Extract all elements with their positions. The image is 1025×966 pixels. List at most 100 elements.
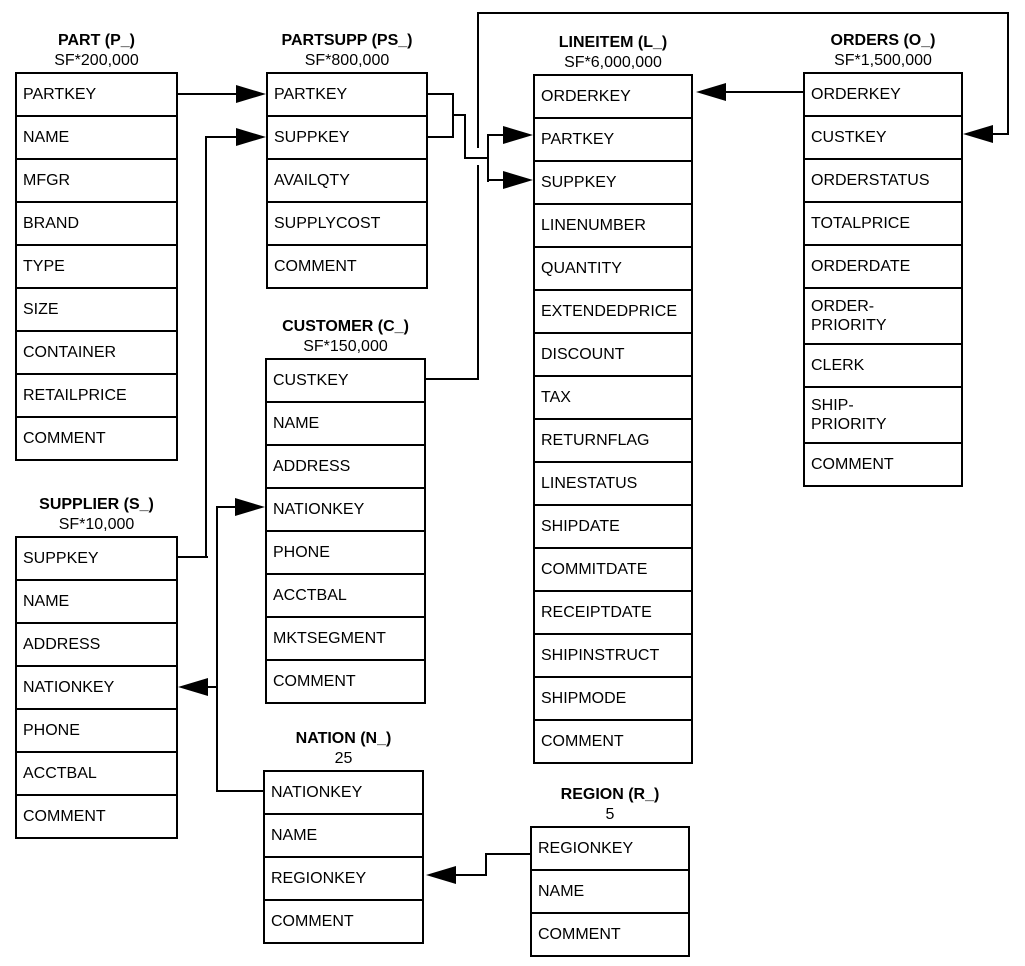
table-title-supplier: SUPPLIER (S_) <box>39 496 154 513</box>
fk-region-nation-line <box>454 874 487 876</box>
table-row: SUPPKEY <box>535 162 691 205</box>
table-title-region: REGION (R_) <box>560 786 660 803</box>
table-row: COMMENT <box>541 733 624 750</box>
fk-nation-supplier-arrowhead-icon <box>178 678 208 696</box>
fk-customer-orders-line <box>991 133 1009 135</box>
table-row: TYPE <box>17 246 176 289</box>
fk-orders-lineitem-arrowhead-icon <box>696 83 726 101</box>
table-row: CUSTKEY <box>267 360 424 403</box>
fk-partsupp-lineitem-line <box>464 114 466 159</box>
table-title-lineitem: LINEITEM (L_) <box>558 34 668 51</box>
table-row: SUPPKEY <box>17 538 176 581</box>
table-row: SUPPLYCOST <box>268 203 426 246</box>
table-row: COMMITDATE <box>535 549 691 592</box>
table-row: MFGR <box>17 160 176 203</box>
table-row: COMMENT <box>538 926 621 943</box>
table-row: CLERK <box>805 345 961 388</box>
table-row: REGIONKEY <box>532 828 688 871</box>
table-row: PARTKEY <box>17 74 176 117</box>
fk-part-partsupp-arrowhead-icon <box>236 85 266 103</box>
table-row: NAME <box>267 403 424 446</box>
table-row: AVAILQTY <box>268 160 426 203</box>
table-row: SHIP- PRIORITY <box>805 388 961 444</box>
table-row: LINESTATUS <box>535 463 691 506</box>
fk-customer-orders-line <box>477 165 479 380</box>
table-cardinality-nation: 25 <box>334 750 353 767</box>
table-cardinality-part: SF*200,000 <box>54 52 139 69</box>
table-row: ORDERKEY <box>805 74 961 117</box>
fk-region-nation-line <box>486 853 530 855</box>
table-row: SHIPINSTRUCT <box>535 635 691 678</box>
table-row: NAME <box>17 581 176 624</box>
fk-partsupp-lineitem-line <box>452 114 466 116</box>
table-row: DISCOUNT <box>535 334 691 377</box>
fk-supplier-partsupp-line <box>178 556 208 558</box>
table-cardinality-region: 5 <box>605 806 615 823</box>
table-cardinality-lineitem: SF*6,000,000 <box>564 54 662 71</box>
fk-nation-line <box>216 506 218 792</box>
fk-part-partsupp-line <box>178 93 238 95</box>
table-title-partsupp: PARTSUPP (PS_) <box>281 32 413 49</box>
table-row: NATIONKEY <box>17 667 176 710</box>
table-title-orders: ORDERS (O_) <box>830 32 936 49</box>
table-row: RETAILPRICE <box>17 375 176 418</box>
table-row: SIZE <box>17 289 176 332</box>
fk-partsupp-lineitem-suppkey-arrowhead-icon <box>503 171 533 189</box>
table-row: ORDERDATE <box>805 246 961 289</box>
table-row: ORDERKEY <box>535 76 691 119</box>
fk-nation-line <box>216 790 263 792</box>
table-row: NAME <box>265 815 422 858</box>
table-row: ACCTBAL <box>17 753 176 796</box>
table-row: ORDERSTATUS <box>805 160 961 203</box>
table-row: ACCTBAL <box>267 575 424 618</box>
table-cardinality-supplier: SF*10,000 <box>58 516 135 533</box>
table-row: LINENUMBER <box>535 205 691 248</box>
table-row: CONTAINER <box>17 332 176 375</box>
table-cardinality-customer: SF*150,000 <box>303 338 388 355</box>
fk-region-nation-line <box>485 853 487 876</box>
table-row: COMMENT <box>23 430 106 447</box>
table-cardinality-partsupp: SF*800,000 <box>304 52 390 69</box>
table-row: TOTALPRICE <box>805 203 961 246</box>
fk-supplier-partsupp-line <box>205 136 207 558</box>
fk-orders-lineitem-line <box>726 91 803 93</box>
table-row: SHIPMODE <box>535 678 691 721</box>
table-title-customer: CUSTOMER (C_) <box>282 318 409 335</box>
table-row: REGIONKEY <box>265 858 422 901</box>
table-row: SUPPKEY <box>268 117 426 160</box>
table-row: PHONE <box>17 710 176 753</box>
table-row: QUANTITY <box>535 248 691 291</box>
fk-partsupp-lineitem-partkey-arrowhead-icon <box>503 126 533 144</box>
fk-partsupp-lineitem-line <box>487 134 505 136</box>
table-row: SHIPDATE <box>535 506 691 549</box>
table-row: COMMENT <box>23 808 106 825</box>
table-row: ORDER- PRIORITY <box>805 289 961 345</box>
fk-nation-customer-arrowhead-icon <box>235 498 265 516</box>
table-row: COMMENT <box>274 258 357 275</box>
table-row: CUSTKEY <box>805 117 961 160</box>
table-row: RECEIPTDATE <box>535 592 691 635</box>
fk-supplier-partsupp-line <box>205 136 238 138</box>
fk-partsupp-lineitem-line <box>487 179 505 181</box>
fk-nation-supplier-line <box>206 686 218 688</box>
table-row: ADDRESS <box>267 446 424 489</box>
table-row: NATIONKEY <box>265 772 422 815</box>
table-row: RETURNFLAG <box>535 420 691 463</box>
fk-region-nation-arrowhead-icon <box>426 866 456 884</box>
table-row: BRAND <box>17 203 176 246</box>
fk-customer-orders-arrowhead-icon <box>963 125 993 143</box>
